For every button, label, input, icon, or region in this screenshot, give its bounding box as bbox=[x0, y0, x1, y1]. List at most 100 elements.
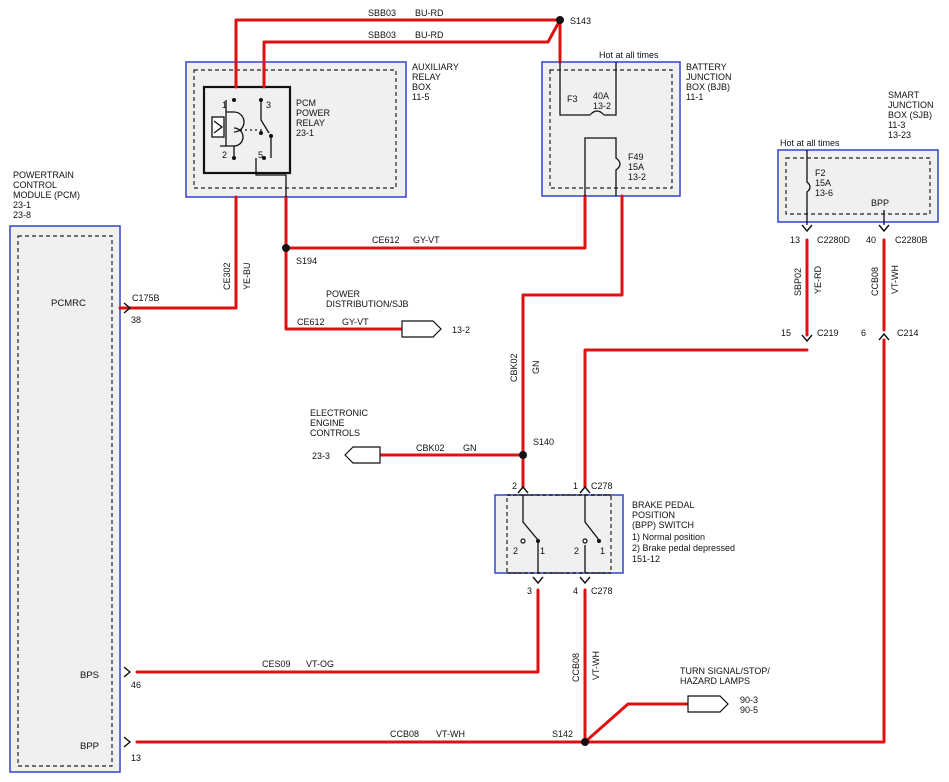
c219-arrow bbox=[801, 334, 813, 343]
splice-labels: S143 S194 S140 S142 bbox=[296, 16, 591, 739]
svg-text:GY-VT: GY-VT bbox=[342, 317, 369, 327]
wire-ce612-power-dist bbox=[284, 246, 404, 331]
svg-text:BOX (SJB): BOX (SJB) bbox=[888, 110, 932, 120]
svg-text:F3: F3 bbox=[567, 94, 578, 104]
svg-text:VT-WH: VT-WH bbox=[591, 651, 601, 680]
wire-labels-vertical: CE302 YE-BU CBK02 GN SBP02 YE-RD CCB08 V… bbox=[222, 262, 900, 682]
c278-pin3-arrow bbox=[532, 576, 544, 585]
svg-text:POWERTRAIN: POWERTRAIN bbox=[13, 170, 74, 180]
bpp-switch-label: BRAKE PEDAL POSITION (BPP) SWITCH 1) Nor… bbox=[513, 500, 735, 564]
svg-text:AUXILIARY: AUXILIARY bbox=[412, 62, 459, 72]
svg-text:C175B: C175B bbox=[132, 293, 160, 303]
svg-text:VT-OG: VT-OG bbox=[306, 659, 334, 669]
c278-pin1-arrow bbox=[579, 485, 591, 494]
svg-text:4: 4 bbox=[573, 586, 578, 596]
bpp-switch-box bbox=[494, 494, 624, 574]
svg-text:1) Normal position: 1) Normal position bbox=[632, 532, 705, 542]
svg-text:1: 1 bbox=[573, 481, 578, 491]
aux-relay-box-label: AUXILIARY RELAY BOX 11-5 bbox=[412, 62, 459, 102]
svg-text:5: 5 bbox=[258, 150, 263, 160]
svg-text:C278: C278 bbox=[591, 481, 613, 491]
svg-text:CE612: CE612 bbox=[372, 235, 400, 245]
svg-text:23-1: 23-1 bbox=[13, 200, 31, 210]
c2280b-arrow bbox=[878, 224, 890, 233]
svg-text:90-3: 90-3 bbox=[740, 695, 758, 705]
svg-text:F49: F49 bbox=[628, 152, 644, 162]
svg-text:ELECTRONIC: ELECTRONIC bbox=[310, 408, 369, 418]
splice-s194 bbox=[282, 244, 290, 252]
wire-ce302 bbox=[118, 195, 238, 310]
svg-text:13-2: 13-2 bbox=[452, 325, 470, 335]
wire-ccb08-c214 bbox=[583, 338, 886, 744]
svg-text:2: 2 bbox=[222, 150, 227, 160]
svg-text:S194: S194 bbox=[296, 256, 317, 266]
svg-text:C2280B: C2280B bbox=[895, 235, 928, 245]
svg-text:6: 6 bbox=[861, 328, 866, 338]
svg-text:PCM: PCM bbox=[296, 98, 316, 108]
svg-text:CBK02: CBK02 bbox=[509, 353, 519, 382]
svg-text:C214: C214 bbox=[897, 328, 919, 338]
pcm-power-relay-frame bbox=[202, 85, 292, 175]
svg-text:GN: GN bbox=[531, 361, 541, 375]
svg-text:S140: S140 bbox=[533, 437, 554, 447]
svg-text:15A: 15A bbox=[628, 162, 644, 172]
wire-sbb03-top bbox=[234, 18, 562, 89]
wire-ces09 bbox=[135, 588, 540, 674]
c175b-arrow bbox=[123, 302, 132, 314]
svg-text:1: 1 bbox=[222, 100, 227, 110]
svg-text:SMART: SMART bbox=[888, 90, 920, 100]
svg-text:151-12: 151-12 bbox=[632, 554, 660, 564]
svg-text:POSITION: POSITION bbox=[632, 510, 675, 520]
svg-text:CES09: CES09 bbox=[262, 659, 291, 669]
svg-text:C278: C278 bbox=[591, 586, 613, 596]
svg-text:BU-RD: BU-RD bbox=[415, 30, 444, 40]
wire-sbb03-second bbox=[262, 18, 562, 89]
svg-text:BPS: BPS bbox=[80, 670, 99, 681]
svg-text:SBB03: SBB03 bbox=[368, 8, 396, 18]
connector-labels: C175B C2280D C2280B C219 C214 C278 C278 bbox=[132, 235, 928, 596]
wire-sbp02-to-bpp bbox=[583, 348, 809, 489]
svg-text:46: 46 bbox=[131, 680, 141, 690]
svg-text:1: 1 bbox=[540, 546, 545, 556]
svg-text:GN: GN bbox=[463, 443, 477, 453]
splices bbox=[282, 16, 589, 746]
svg-text:15: 15 bbox=[781, 328, 791, 338]
svg-text:38: 38 bbox=[131, 315, 141, 325]
svg-text:(BPP) SWITCH: (BPP) SWITCH bbox=[632, 520, 694, 530]
turn-lamps-label: TURN SIGNAL/STOP/ HAZARD LAMPS 90-3 90-5 bbox=[680, 666, 770, 715]
svg-text:15A: 15A bbox=[815, 178, 831, 188]
svg-text:11-1: 11-1 bbox=[686, 92, 703, 102]
svg-text:BOX: BOX bbox=[412, 82, 431, 92]
svg-text:13-2: 13-2 bbox=[628, 172, 646, 182]
eec-label: ELECTRONIC ENGINE CONTROLS 23-3 bbox=[310, 408, 369, 461]
power-dist-connector bbox=[401, 320, 442, 338]
svg-text:40A: 40A bbox=[593, 91, 609, 101]
svg-text:40: 40 bbox=[866, 235, 876, 245]
pcm-label: POWERTRAIN CONTROL MODULE (PCM) 23-1 23-… bbox=[13, 170, 80, 220]
svg-text:MODULE (PCM): MODULE (PCM) bbox=[13, 190, 80, 200]
svg-text:BOX (BJB): BOX (BJB) bbox=[686, 82, 730, 92]
svg-text:11-5: 11-5 bbox=[412, 92, 429, 102]
svg-text:CCB08: CCB08 bbox=[571, 653, 581, 682]
turn-lamps-connector bbox=[687, 695, 729, 713]
svg-text:VT-WH: VT-WH bbox=[890, 265, 900, 294]
svg-text:3: 3 bbox=[527, 586, 532, 596]
svg-text:F2: F2 bbox=[815, 168, 826, 178]
svg-text:JUNCTION: JUNCTION bbox=[888, 100, 934, 110]
svg-text:YE-BU: YE-BU bbox=[242, 262, 252, 290]
svg-text:RELAY: RELAY bbox=[412, 72, 441, 82]
wire-s142-turn bbox=[583, 702, 690, 744]
svg-text:CCB08: CCB08 bbox=[390, 729, 419, 739]
svg-text:VT-WH: VT-WH bbox=[436, 729, 465, 739]
wire-labels: SBB03 BU-RD SBB03 BU-RD CE612 GY-VT CE61… bbox=[262, 8, 477, 739]
splice-s143 bbox=[556, 16, 564, 24]
svg-text:90-5: 90-5 bbox=[740, 705, 758, 715]
eec-connector bbox=[344, 446, 381, 464]
svg-text:C2280D: C2280D bbox=[817, 235, 851, 245]
svg-text:2: 2 bbox=[513, 546, 518, 556]
internal-lines bbox=[211, 62, 885, 574]
svg-text:ENGINE: ENGINE bbox=[310, 418, 345, 428]
svg-text:23-8: 23-8 bbox=[13, 210, 31, 220]
svg-text:23-1: 23-1 bbox=[296, 128, 314, 138]
